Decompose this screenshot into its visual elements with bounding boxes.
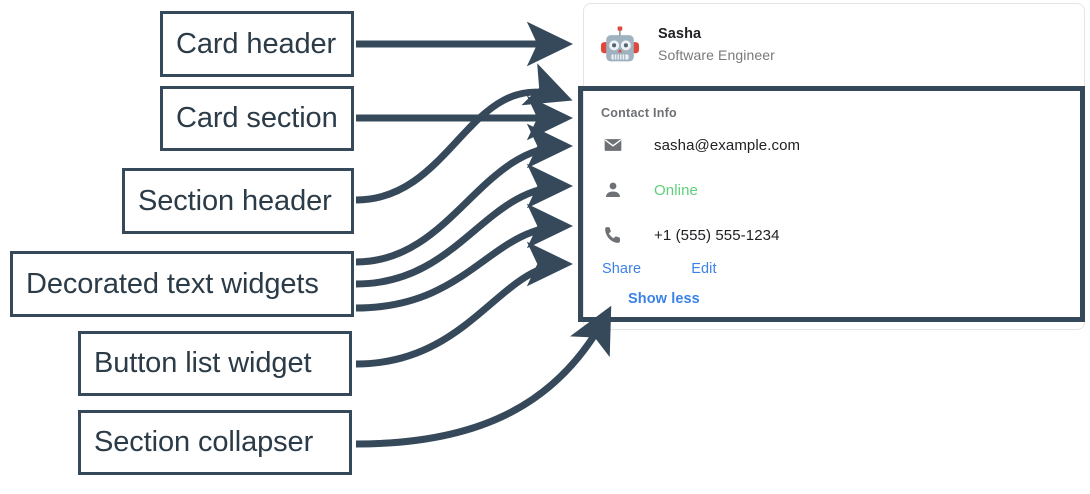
card-section-body: Contact Info sasha@example.com [584,87,1084,307]
email-value: sasha@example.com [654,136,801,154]
person-icon [602,179,624,201]
profile-card: Sasha Software Engineer Contact Info sas… [583,3,1085,330]
callout-label: Section header [138,184,332,217]
arrow-section-header [355,63,573,204]
callout-button-list-widget: Button list widget [78,331,352,396]
decorated-text-widget-email[interactable]: sasha@example.com [599,125,1084,165]
arrow-decorated-text-2 [355,163,573,288]
callout-label: Card header [176,27,337,60]
callout-label: Card section [176,102,338,134]
decorated-text-widget-presence[interactable]: Online [599,170,1084,210]
decorated-text-widget-phone[interactable]: +1 (555) 555-1234 [599,215,1084,255]
section-collapser-button[interactable]: Show less [628,291,700,307]
arrow-button-list [355,241,573,368]
callout-section-collapser: Section collapser [78,410,352,475]
callout-label: Button list widget [94,347,312,379]
callout-card-section: Card section [160,86,354,151]
robot-avatar-icon [600,25,640,61]
share-button[interactable]: Share [602,261,642,277]
callout-card-header: Card header [160,11,354,77]
callout-decorated-text-widgets: Decorated text widgets [10,251,354,317]
card-header-subtitle: Software Engineer [658,47,775,64]
arrow-decorated-text-1 [355,123,573,266]
callout-label: Decorated text widgets [26,267,319,300]
card-header-text: Sasha Software Engineer [658,25,775,67]
arrow-section-collapser [355,305,612,448]
callout-section-header: Section header [122,168,354,234]
card-header: Sasha Software Engineer [584,4,1084,87]
presence-value: Online [654,181,698,199]
edit-button[interactable]: Edit [691,261,717,277]
callout-label: Section collapser [94,426,314,458]
card-header-title: Sasha [658,25,702,42]
button-list-widget: Share Edit [602,261,1084,277]
phone-icon [602,224,624,246]
mail-icon [602,134,624,156]
arrow-decorated-text-3 [355,203,573,312]
section-header-label: Contact Info [601,106,677,120]
phone-value: +1 (555) 555-1234 [654,226,780,244]
